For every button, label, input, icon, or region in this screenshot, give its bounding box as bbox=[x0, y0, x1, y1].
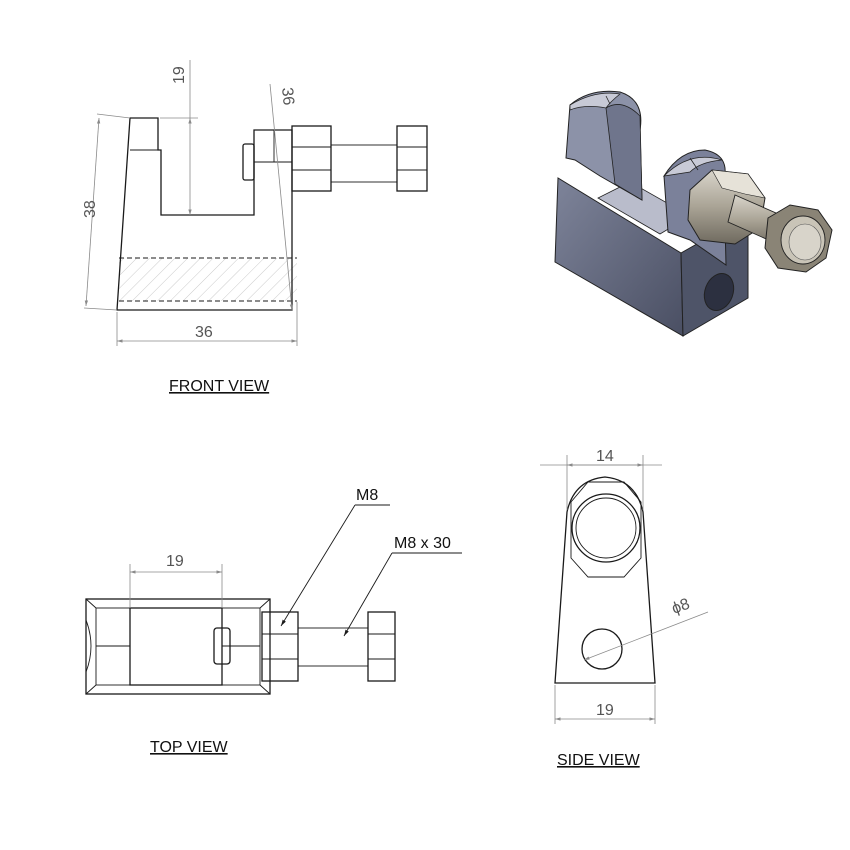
front-hatch bbox=[119, 258, 297, 301]
top-nut bbox=[261, 611, 299, 682]
dim-top-width: 19 bbox=[166, 553, 184, 570]
front-view: 19 36 38 36 FRONT VIEW bbox=[82, 60, 428, 395]
top-bolt-head bbox=[367, 611, 396, 682]
callout-bolt: M8 x 30 bbox=[394, 535, 451, 552]
top-thread bbox=[297, 627, 369, 667]
dim-side-bottom-width: 19 bbox=[596, 702, 614, 719]
top-body-outline bbox=[85, 598, 271, 695]
dim-hole-diameter: ϕ8 bbox=[670, 596, 693, 618]
side-hole bbox=[581, 628, 623, 670]
callout-nut: M8 bbox=[356, 487, 378, 504]
top-view-label: TOP VIEW bbox=[150, 739, 229, 756]
dim-front-height: 38 bbox=[82, 200, 99, 218]
front-thread bbox=[330, 144, 398, 183]
side-body-outline bbox=[554, 476, 656, 684]
front-view-label: FRONT VIEW bbox=[169, 378, 270, 395]
side-bolt-circle bbox=[571, 493, 641, 563]
dim-front-width: 36 bbox=[195, 324, 213, 341]
front-nut bbox=[291, 125, 332, 192]
front-bolt-head bbox=[396, 125, 428, 192]
dim-side-top-width: 14 bbox=[596, 448, 614, 465]
top-slot bbox=[129, 607, 223, 686]
side-view: ϕ8 14 19 SIDE VIEW bbox=[540, 448, 709, 769]
side-view-label: SIDE VIEW bbox=[557, 752, 641, 769]
top-view: 19 M8 M8 x 30 TOP VIEW bbox=[85, 487, 462, 756]
dim-front-slot-depth: 19 bbox=[171, 66, 188, 84]
front-body-outline bbox=[116, 117, 293, 311]
isometric-view bbox=[554, 90, 833, 337]
dim-front-bolt-height: 36 bbox=[278, 87, 297, 107]
